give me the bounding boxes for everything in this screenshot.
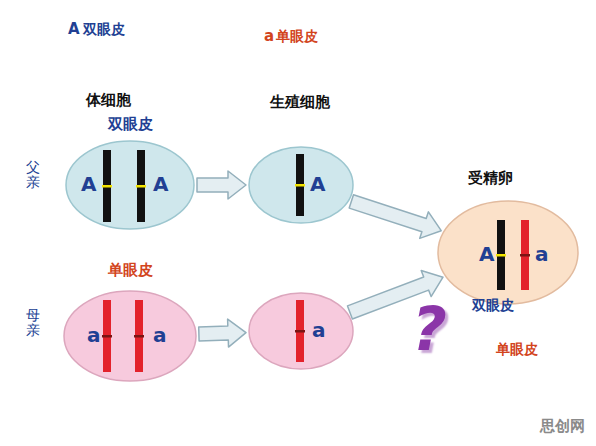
column-heading: 体细胞 — [86, 92, 131, 109]
block-arrow — [197, 171, 246, 199]
cell-shape — [248, 292, 354, 370]
block-arrow — [199, 319, 246, 347]
column-heading: 生殖细胞 — [270, 94, 330, 111]
phenotype-label: 单眼皮 — [496, 342, 538, 357]
row-label: 母亲 — [26, 308, 40, 339]
centromere — [134, 335, 144, 338]
legend-text: 双眼皮 — [83, 22, 125, 37]
chromosome — [296, 154, 304, 216]
legend-letter: a — [264, 28, 274, 45]
cell-ellipse: a — [248, 292, 354, 370]
allele-letter: a — [312, 319, 326, 341]
cell-heading: 受精卵 — [468, 170, 513, 187]
cell-outline — [66, 141, 194, 229]
allele-letter: a — [87, 324, 101, 346]
cell-shape — [437, 170, 579, 305]
centromere — [496, 254, 506, 257]
cell-outline — [438, 201, 578, 304]
cell-outline — [64, 291, 196, 381]
centromere — [295, 184, 305, 187]
allele-letter: a — [153, 324, 167, 346]
cell-ellipse: 受精卵 Aa — [437, 170, 579, 305]
centromere — [102, 335, 112, 338]
cell-ellipse: A — [248, 146, 354, 224]
cell-shape — [248, 146, 354, 224]
cell-outline — [249, 147, 353, 223]
chromosome — [137, 150, 145, 222]
cell-heading: 双眼皮 — [108, 116, 153, 133]
chromosome — [521, 220, 529, 290]
legend-text: 单眼皮 — [276, 29, 318, 44]
row-label: 父亲 — [26, 160, 40, 191]
chromosome — [135, 300, 143, 372]
centromere — [136, 185, 146, 188]
cell-ellipse: 双眼皮 A A — [65, 116, 195, 230]
allele-letter: a — [535, 243, 549, 265]
phenotype-label: 双眼皮 — [472, 298, 514, 313]
cell-outline — [249, 293, 353, 369]
cell-ellipse: 单眼皮 a a — [63, 262, 197, 382]
block-arrow — [349, 195, 441, 239]
cell-heading: 单眼皮 — [108, 262, 153, 279]
allele-letter: A — [81, 173, 96, 195]
legend-letter: A — [68, 21, 80, 38]
chromosome — [103, 150, 111, 222]
question-mark: ? — [412, 296, 447, 362]
centromere — [520, 254, 530, 257]
allele-letter: A — [479, 243, 494, 265]
chromosome — [103, 300, 111, 372]
chromosome — [296, 300, 304, 362]
allele-letter: A — [310, 173, 325, 195]
centromere — [102, 185, 112, 188]
chromosome — [497, 220, 505, 290]
watermark: 思创网 — [540, 418, 585, 435]
allele-letter: A — [153, 173, 168, 195]
centromere — [295, 330, 305, 333]
cell-shape — [63, 262, 197, 382]
